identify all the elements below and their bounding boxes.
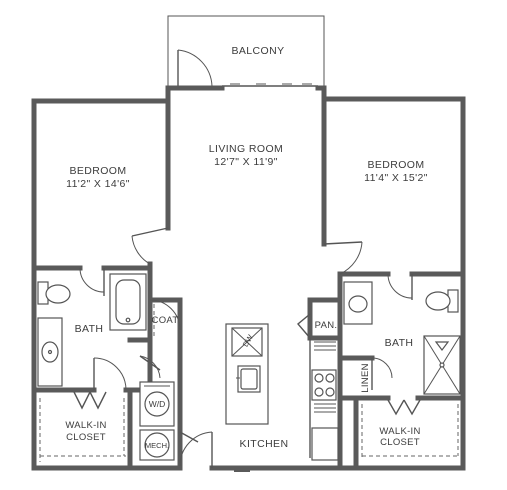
- labels: LIVING ROOM 12'7" X 11'9" BEDROOM 11'2" …: [65, 143, 428, 450]
- bedroom-right-size: 11'4" X 15'2": [364, 172, 428, 184]
- bedroom-left-label: BEDROOM: [69, 165, 126, 177]
- right-sink: [348, 295, 368, 313]
- living-room-size: 12'7" X 11'9": [214, 156, 278, 168]
- refrigerator: [311, 427, 339, 461]
- laundry-mech: [139, 381, 175, 461]
- interior-walls: [31, 96, 466, 471]
- mech-label: MECH.: [145, 441, 169, 450]
- living-room-label: LIVING ROOM: [209, 143, 283, 155]
- coat-label: COAT: [152, 315, 179, 326]
- linen-label: LINEN: [360, 363, 371, 392]
- doors: [73, 227, 421, 468]
- closet-right-line2: CLOSET: [380, 437, 420, 448]
- bath-left-label: BATH: [75, 323, 104, 335]
- balcony: BALCONY: [167, 15, 325, 88]
- bedroom-right-label: BEDROOM: [367, 159, 424, 171]
- left-bath-fixtures: [37, 273, 147, 387]
- kitchen-label: KITCHEN: [240, 438, 289, 450]
- left-toilet-bowl: [45, 284, 71, 304]
- closet-left-line2: CLOSET: [66, 432, 106, 443]
- right-toilet-bowl: [425, 291, 451, 311]
- bedroom-left-size: 11'2" X 14'6": [66, 178, 130, 190]
- closet-right-line1: WALK-IN: [379, 426, 420, 437]
- balcony-door-swing: [177, 49, 213, 87]
- bath-right-label: BATH: [385, 337, 414, 349]
- closet-left-line1: WALK-IN: [65, 420, 106, 431]
- pantry-label: PAN.: [315, 320, 338, 331]
- washer-dryer-label: W/D: [149, 399, 166, 409]
- entry-marker: [234, 466, 250, 472]
- right-bath-fixtures: [343, 281, 461, 395]
- closet-rods: [39, 304, 459, 462]
- balcony-label: BALCONY: [232, 45, 285, 57]
- kitchen-fixtures: [225, 323, 339, 472]
